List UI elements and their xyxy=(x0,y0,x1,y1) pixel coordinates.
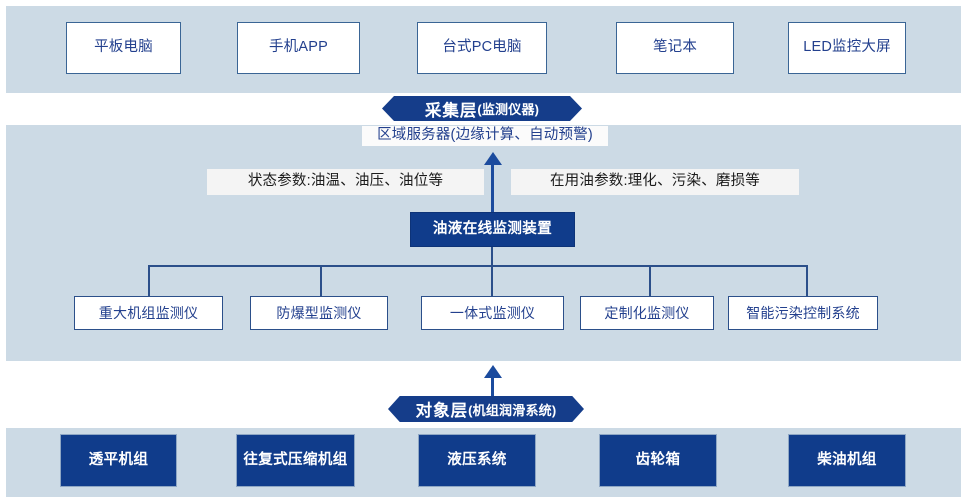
param-box-inuse-oil-label: 在用油参数:理化、污染、磨损等 xyxy=(549,173,761,190)
banner-collection-subtitle: (监测仪器) xyxy=(477,102,540,117)
object-box-diesel-unit[interactable]: 柴油机组 xyxy=(788,434,906,487)
monitor-box-major-unit[interactable]: 重大机组监测仪 xyxy=(74,296,223,330)
connector-monitor-drop-3 xyxy=(491,265,493,296)
monitor-box-customized[interactable]: 定制化监测仪 xyxy=(580,296,714,330)
connector-monitor-drop-4 xyxy=(649,265,651,296)
monitor-box-smart-contamination[interactable]: 智能污染控制系统 xyxy=(728,296,878,330)
display-box-led-screen[interactable]: LED监控大屏 xyxy=(788,22,906,74)
display-box-desktop-pc-label: 台式PC电脑 xyxy=(442,39,522,56)
banner-object-layer: 对象层 (机组润滑系统) xyxy=(388,396,584,422)
monitor-box-integrated[interactable]: 一体式监测仪 xyxy=(421,296,564,330)
monitor-box-major-unit-label: 重大机组监测仪 xyxy=(98,304,199,321)
arrow-object-to-monitor-icon xyxy=(483,365,502,378)
display-box-laptop-label: 笔记本 xyxy=(652,39,698,56)
monitor-box-explosion-proof[interactable]: 防爆型监测仪 xyxy=(250,296,388,330)
display-box-laptop[interactable]: 笔记本 xyxy=(616,22,734,74)
object-box-hydraulic-system[interactable]: 液压系统 xyxy=(418,434,536,487)
banner-collection-title: 采集层 xyxy=(424,101,478,120)
param-box-status-label: 状态参数:油温、油压、油位等 xyxy=(247,173,444,190)
edge-server-box: 区域服务器(边缘计算、自动预警) xyxy=(362,126,608,146)
central-device-box[interactable]: 油液在线监测装置 xyxy=(410,212,575,247)
connector-monitor-drop-2 xyxy=(320,265,322,296)
edge-server-label: 区域服务器(边缘计算、自动预警) xyxy=(377,127,593,144)
monitor-box-explosion-proof-label: 防爆型监测仪 xyxy=(276,304,362,321)
display-box-mobile-app[interactable]: 手机APP xyxy=(237,22,360,74)
connector-device-stem xyxy=(491,247,493,266)
display-box-desktop-pc[interactable]: 台式PC电脑 xyxy=(417,22,547,74)
object-box-hydraulic-system-label: 液压系统 xyxy=(447,451,507,468)
display-box-tablet[interactable]: 平板电脑 xyxy=(66,22,181,74)
display-box-tablet-label: 平板电脑 xyxy=(94,39,153,56)
banner-object-subtitle: (机组润滑系统) xyxy=(468,402,557,418)
object-box-reciprocating-compressor[interactable]: 往复式压缩机组 xyxy=(236,434,355,487)
object-box-gearbox[interactable]: 齿轮箱 xyxy=(599,434,717,487)
object-box-diesel-unit-label: 柴油机组 xyxy=(817,451,877,468)
connector-monitor-busbar xyxy=(148,265,807,267)
connector-device-to-server xyxy=(491,165,494,213)
connector-object-to-monitor xyxy=(491,378,494,398)
object-box-turbine-unit[interactable]: 透平机组 xyxy=(60,434,177,487)
banner-collection-layer: 采集层(监测仪器) xyxy=(382,96,582,121)
monitor-box-integrated-label: 一体式监测仪 xyxy=(449,304,536,321)
monitor-box-smart-contamination-label: 智能污染控制系统 xyxy=(746,304,860,321)
display-box-mobile-app-label: 手机APP xyxy=(268,39,328,56)
object-box-reciprocating-compressor-label: 往复式压缩机组 xyxy=(243,451,348,468)
object-box-turbine-unit-label: 透平机组 xyxy=(88,451,149,468)
param-box-inuse-oil: 在用油参数:理化、污染、磨损等 xyxy=(511,169,799,195)
connector-monitor-drop-1 xyxy=(148,265,150,296)
connector-monitor-drop-5 xyxy=(806,265,808,296)
arrow-device-to-server-icon xyxy=(483,152,502,165)
central-device-label: 油液在线监测装置 xyxy=(432,220,553,237)
object-box-gearbox-label: 齿轮箱 xyxy=(635,451,681,468)
param-box-status: 状态参数:油温、油压、油位等 xyxy=(207,169,484,195)
monitor-box-customized-label: 定制化监测仪 xyxy=(604,304,690,321)
display-box-led-screen-label: LED监控大屏 xyxy=(803,39,891,56)
banner-object-title: 对象层 xyxy=(415,402,469,420)
